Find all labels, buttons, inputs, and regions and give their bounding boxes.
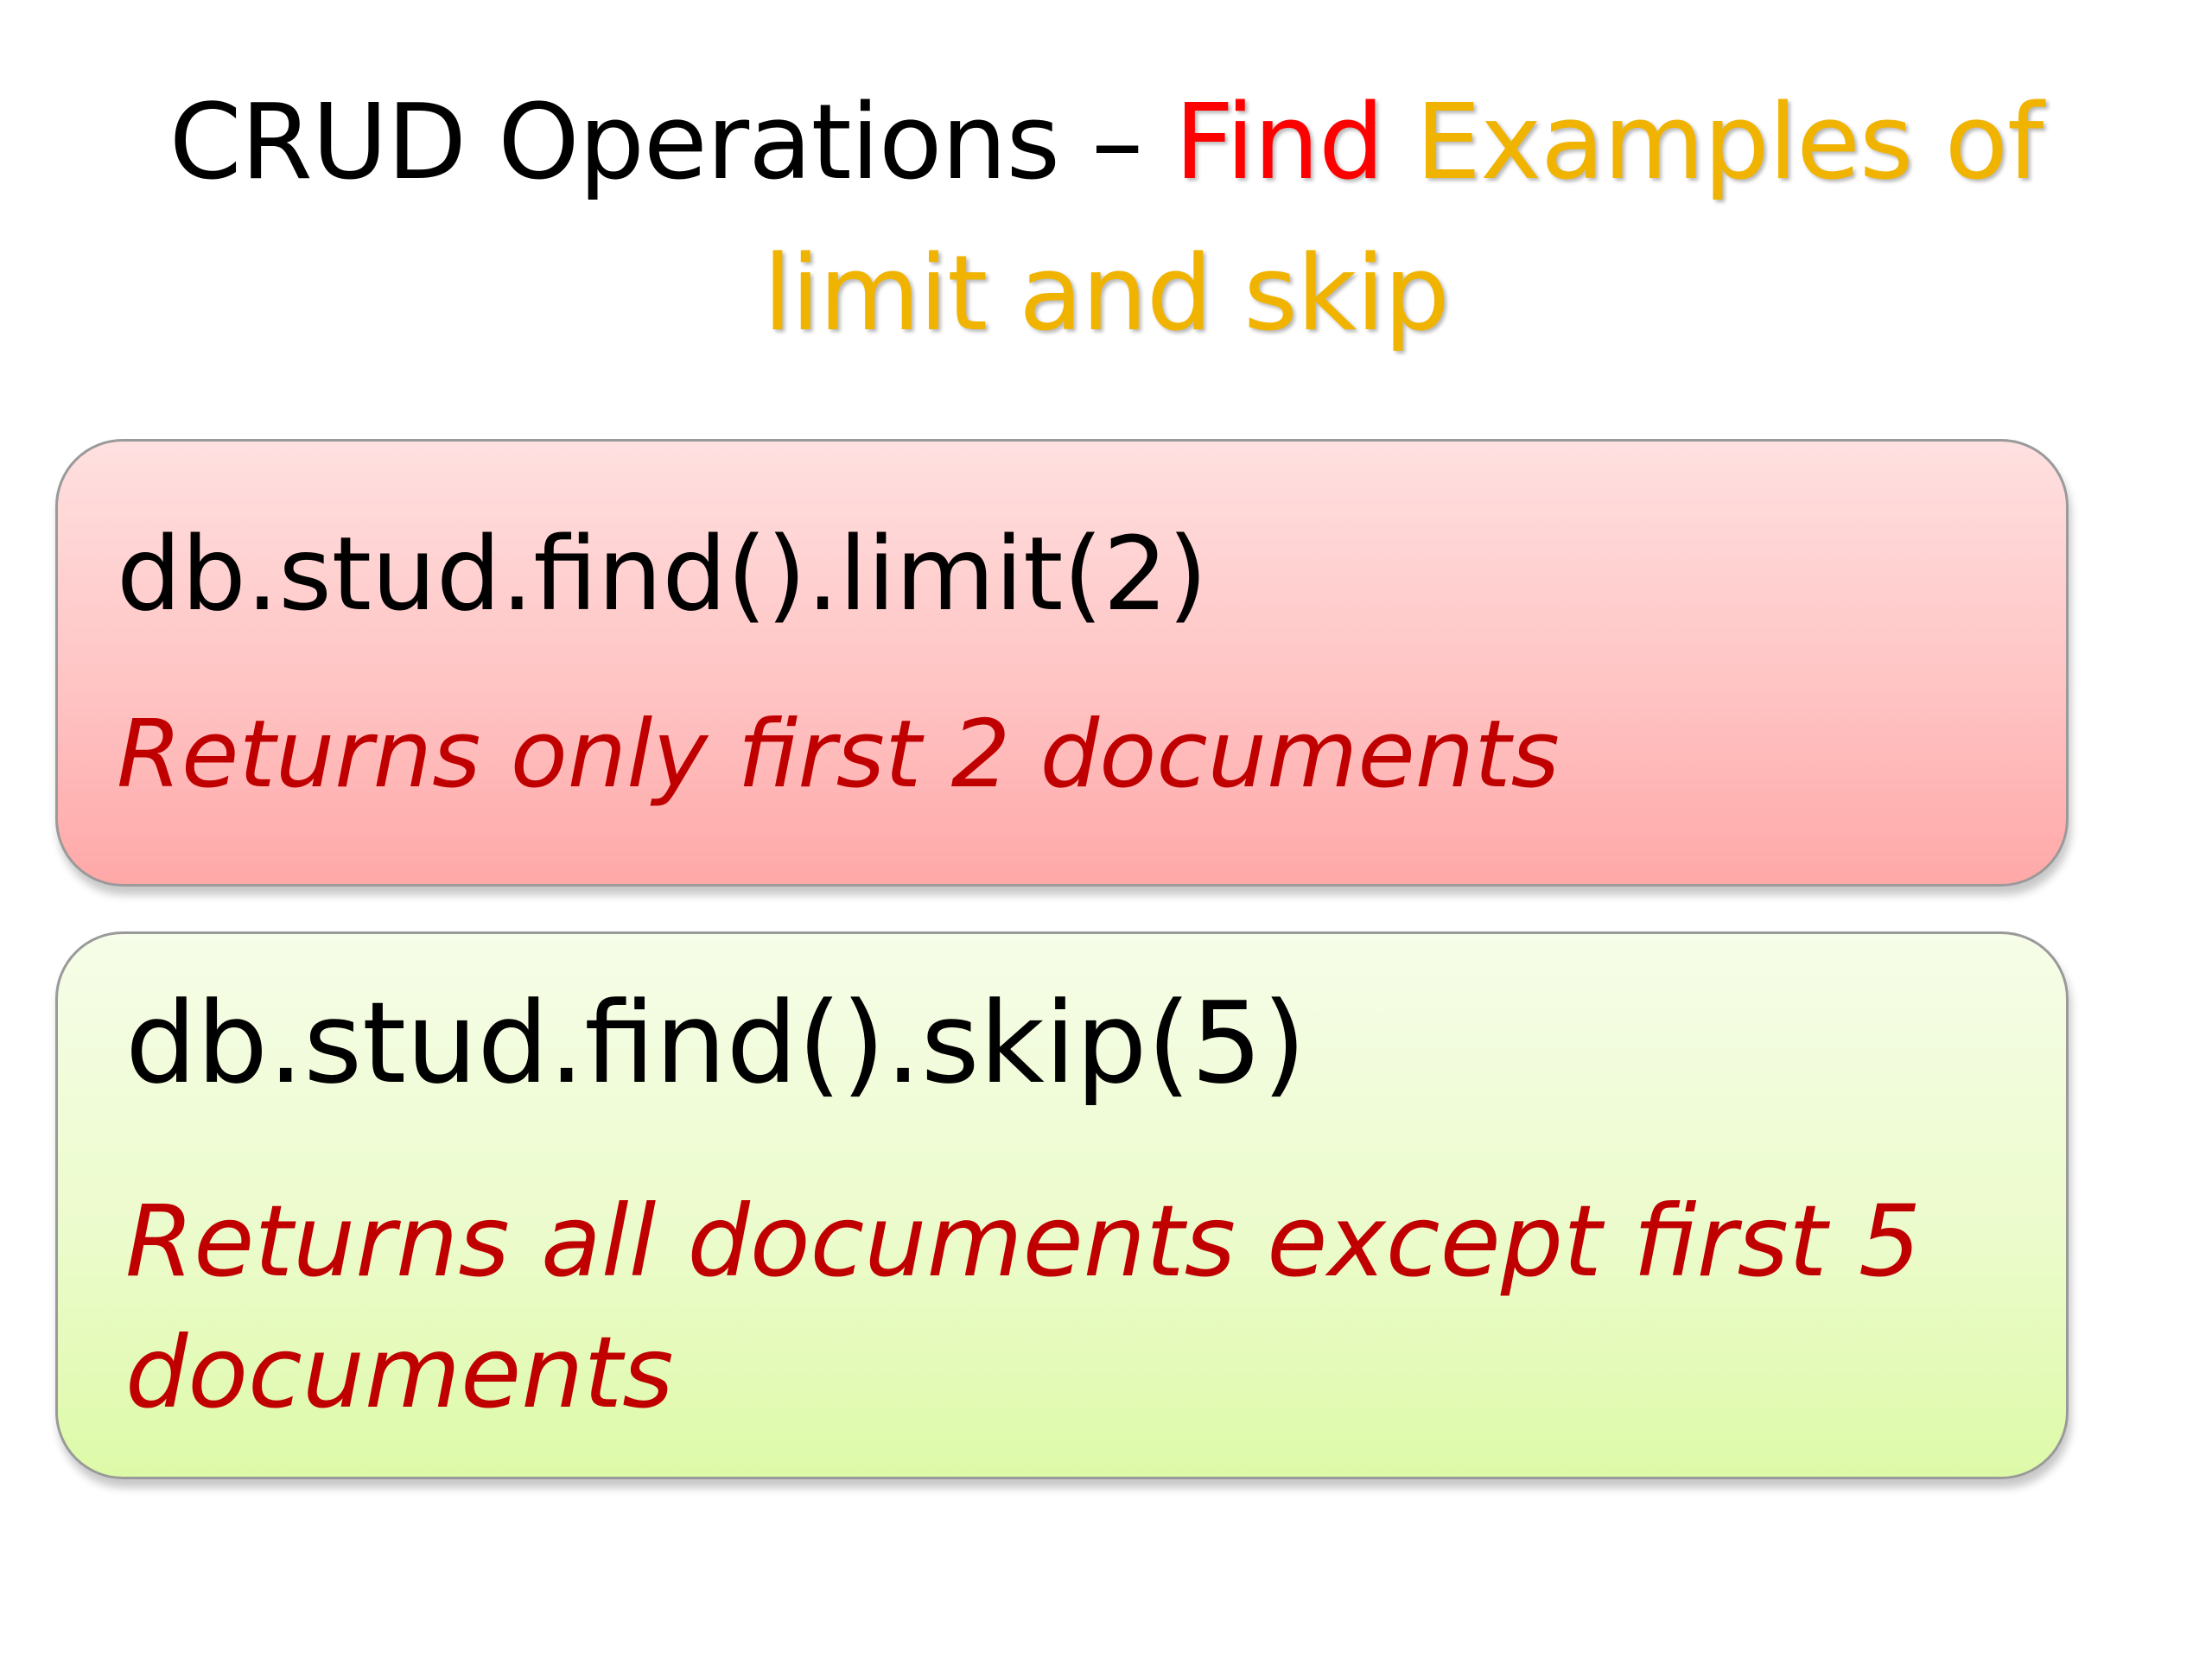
limit-example-box: db.stud.find().limit(2) Returns only fir… [55, 439, 2069, 887]
limit-description: Returns only first 2 documents [117, 701, 1560, 809]
title-find-keyword: Find [1174, 83, 1384, 203]
skip-code: db.stud.find().skip(5) [125, 977, 1306, 1109]
limit-code: db.stud.find().limit(2) [117, 514, 1208, 633]
title-examples-text: Examples of limit and skip [763, 83, 2044, 354]
skip-example-box: db.stud.find().skip(5) Returns all docum… [55, 931, 2069, 1479]
skip-description: Returns all documents except first 5 doc… [125, 1184, 1922, 1430]
title-prefix: CRUD Operations – [168, 83, 1175, 203]
slide-title: CRUD Operations – Find Examples of limit… [104, 67, 2108, 370]
